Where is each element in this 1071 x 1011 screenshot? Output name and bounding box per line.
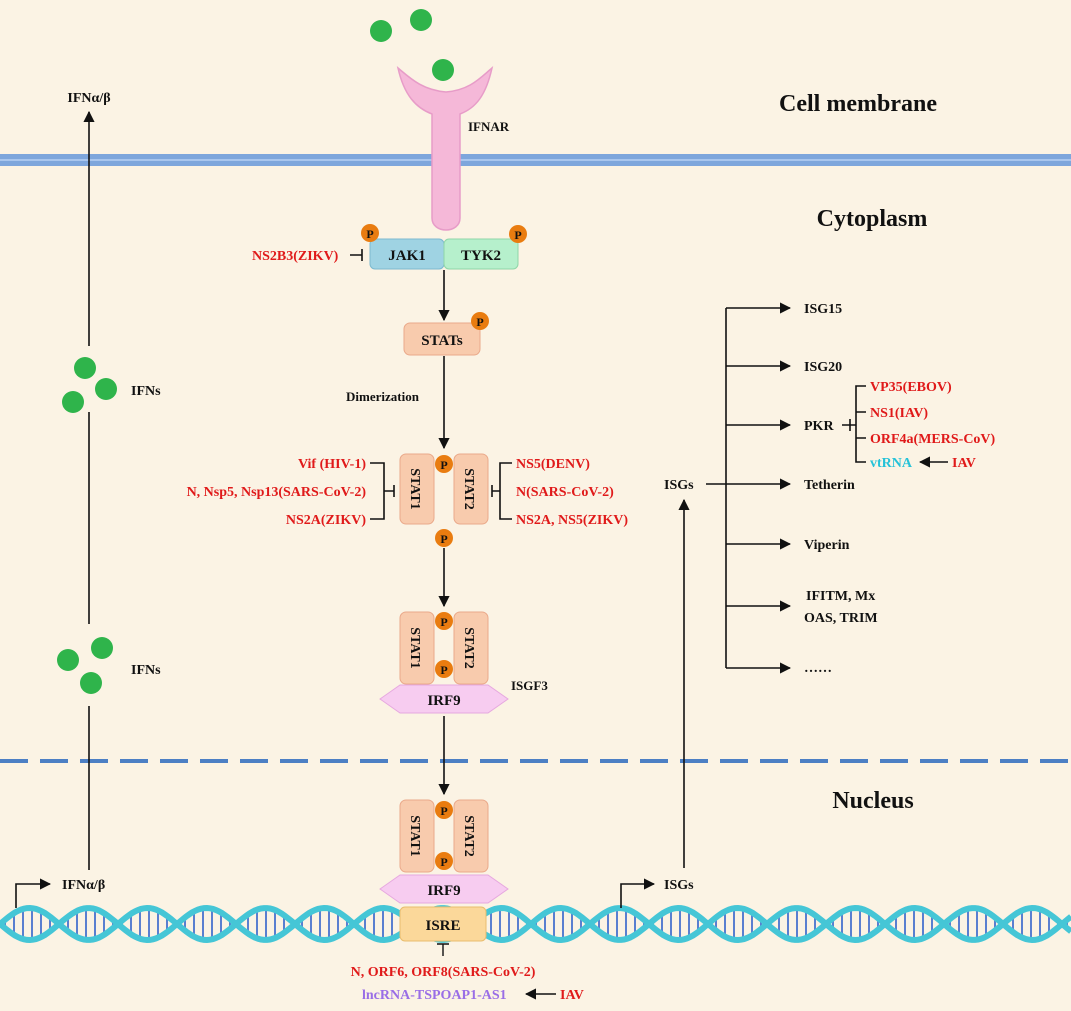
ifn-gene-label: IFNα/β bbox=[62, 878, 105, 893]
ifn-ligands bbox=[370, 9, 454, 81]
phospho-tyk2: P bbox=[509, 225, 527, 243]
svg-text:P: P bbox=[476, 315, 483, 329]
cytoplasm-label: Cytoplasm bbox=[817, 206, 928, 232]
isre-box bbox=[399, 906, 487, 942]
dimerization-label: Dimerization bbox=[346, 389, 420, 404]
svg-text:P: P bbox=[514, 228, 521, 242]
jak-inhibitor: NS2B3(ZIKV) bbox=[252, 249, 339, 264]
svg-text:P: P bbox=[440, 663, 447, 677]
jak1-label: JAK1 bbox=[388, 248, 426, 264]
svg-text:STAT1: STAT1 bbox=[407, 468, 422, 510]
pkr-inhibitor-0: VP35(EBOV) bbox=[870, 380, 952, 395]
membrane-label: Cell membrane bbox=[779, 91, 937, 117]
svg-text:IRF9: IRF9 bbox=[427, 883, 460, 899]
nuclear-isgf3: STAT1 STAT2 P P IRF9 bbox=[379, 799, 509, 904]
nucleus-label: Nucleus bbox=[832, 788, 913, 814]
stat-dimer-1: STAT1 STAT2 P P bbox=[399, 453, 489, 547]
isg-item-4: Viperin bbox=[804, 538, 850, 553]
svg-text:P: P bbox=[440, 458, 447, 472]
isg-gene-label: ISGs bbox=[664, 878, 694, 893]
vtrna-source: IAV bbox=[952, 456, 976, 471]
isg-item-7: …… bbox=[804, 661, 832, 676]
ifns-upper-label: IFNs bbox=[131, 384, 161, 399]
lncrna-label: lncRNA-TSPOAP1-AS1 bbox=[362, 988, 507, 1003]
stat1-inhibitor-1: N, Nsp5, Nsp13(SARS-CoV-2) bbox=[187, 485, 367, 500]
isg-item-0: ISG15 bbox=[804, 302, 842, 317]
isg-item-6: OAS, TRIM bbox=[804, 611, 878, 626]
isg-hub-label: ISGs bbox=[664, 478, 694, 493]
pkr-inhibitor-1: NS1(IAV) bbox=[870, 406, 928, 421]
lncrna-source: IAV bbox=[560, 988, 584, 1003]
svg-text:STAT2: STAT2 bbox=[461, 468, 476, 510]
pkr-inhibitor-2: ORF4a(MERS-CoV) bbox=[870, 432, 996, 447]
stats-box bbox=[403, 322, 481, 356]
phospho-jak1: P bbox=[361, 224, 379, 242]
vtrna-label: vtRNA bbox=[870, 456, 913, 471]
svg-text:P: P bbox=[440, 804, 447, 818]
ifnar-label: IFNAR bbox=[468, 119, 510, 134]
isgf3-complex: STAT1 STAT2 P P IRF9 bbox=[379, 611, 509, 714]
isg-item-5: IFITM, Mx bbox=[806, 589, 875, 604]
isg-item-2: PKR bbox=[804, 419, 834, 434]
svg-text:IRF9: IRF9 bbox=[427, 693, 460, 709]
svg-text:P: P bbox=[440, 615, 447, 629]
isre-label: ISRE bbox=[425, 918, 460, 934]
tyk2-box bbox=[443, 238, 519, 270]
svg-text:STAT2: STAT2 bbox=[461, 627, 476, 669]
svg-text:P: P bbox=[440, 855, 447, 869]
svg-text:STAT1: STAT1 bbox=[407, 815, 422, 857]
isg-item-1: ISG20 bbox=[804, 360, 842, 375]
isg-item-3: Tetherin bbox=[804, 478, 855, 493]
isgf3-label: ISGF3 bbox=[511, 678, 548, 693]
svg-text:STAT2: STAT2 bbox=[461, 815, 476, 857]
svg-text:P: P bbox=[440, 532, 447, 546]
dna-helix bbox=[0, 904, 1071, 944]
isg-branches bbox=[706, 302, 792, 674]
ifns-lower-dots bbox=[57, 637, 113, 694]
stat1-inhibitor-2: NS2A(ZIKV) bbox=[286, 513, 366, 528]
dna-strand bbox=[0, 904, 1071, 944]
phospho-stats: P bbox=[471, 312, 489, 330]
stat2-inhibitor-1: N(SARS-CoV-2) bbox=[516, 485, 614, 500]
stat1-inhibitor-0: Vif (HIV-1) bbox=[298, 457, 366, 472]
ifnar-receptor bbox=[396, 66, 494, 231]
stats-label: STATs bbox=[421, 333, 463, 349]
ifns-upper-dots bbox=[62, 357, 117, 413]
stat2-inhibitor-0: NS5(DENV) bbox=[516, 457, 590, 472]
svg-text:P: P bbox=[366, 227, 373, 241]
svg-text:STAT1: STAT1 bbox=[407, 627, 422, 669]
ifn-top-label: IFNα/β bbox=[67, 91, 110, 106]
isre-inhibitor: N, ORF6, ORF8(SARS-CoV-2) bbox=[351, 965, 536, 980]
ifns-lower-label: IFNs bbox=[131, 663, 161, 678]
tyk2-label: TYK2 bbox=[461, 248, 501, 264]
stat2-inhibitor-2: NS2A, NS5(ZIKV) bbox=[516, 513, 628, 528]
